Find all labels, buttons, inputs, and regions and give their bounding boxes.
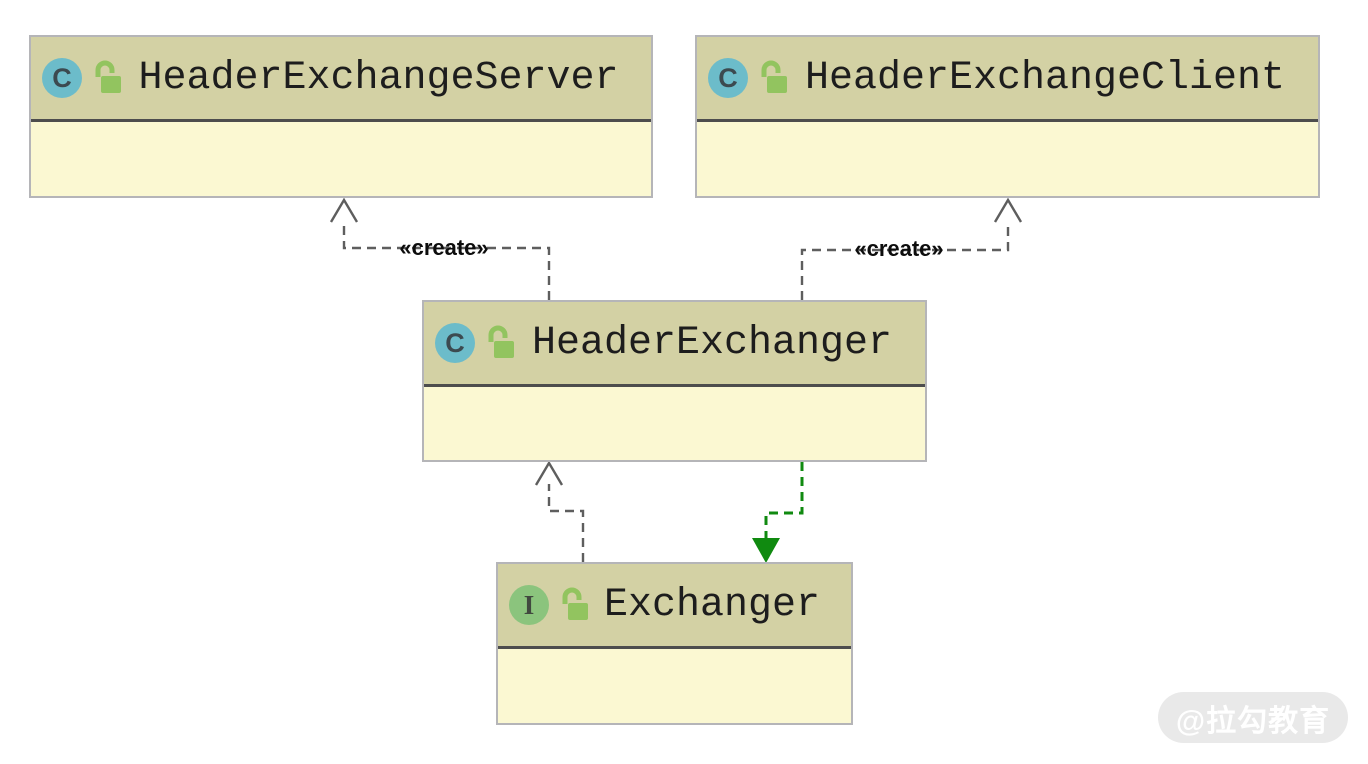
class-node-headerexchanger: C HeaderExchanger <box>422 300 927 462</box>
class-name: HeaderExchangeClient <box>804 55 1286 101</box>
unlocked-icon <box>562 587 588 620</box>
interface-members-section <box>498 649 851 723</box>
class-name: HeaderExchangeServer <box>138 55 619 101</box>
class-members-section <box>424 387 925 460</box>
class-badge-icon: C <box>42 58 82 98</box>
class-node-header: C HeaderExchanger <box>424 302 925 387</box>
class-badge-icon: C <box>708 58 748 98</box>
edge-label-create: «create» <box>399 235 489 260</box>
class-members-section <box>697 122 1318 196</box>
interface-node-header: I Exchanger <box>498 564 851 649</box>
interface-node-exchanger: I Exchanger <box>496 562 853 725</box>
unlocked-icon <box>488 325 514 358</box>
unlocked-icon <box>95 60 121 93</box>
filled-arrowhead-icon <box>752 538 780 563</box>
open-arrowhead-icon <box>329 197 359 223</box>
interface-name: Exchanger <box>603 582 821 628</box>
class-node-headerexchangeserver: C HeaderExchangeServer <box>29 35 653 198</box>
watermark-badge: @拉勾教育 <box>1158 692 1348 743</box>
edge-label-create: «create» <box>854 236 944 261</box>
class-badge-icon: C <box>435 323 475 363</box>
open-arrowhead-icon <box>993 197 1023 223</box>
class-name: HeaderExchanger <box>531 320 893 366</box>
open-arrowhead-icon <box>534 460 564 486</box>
class-node-headerexchangeclient: C HeaderExchangeClient <box>695 35 1320 198</box>
interface-badge-icon: I <box>509 585 549 625</box>
class-node-header: C HeaderExchangeServer <box>31 37 651 122</box>
class-members-section <box>31 122 651 196</box>
class-node-header: C HeaderExchangeClient <box>697 37 1318 122</box>
unlocked-icon <box>761 60 787 93</box>
edge-dependency-exchanger <box>534 460 585 562</box>
edge-realization <box>752 462 804 563</box>
